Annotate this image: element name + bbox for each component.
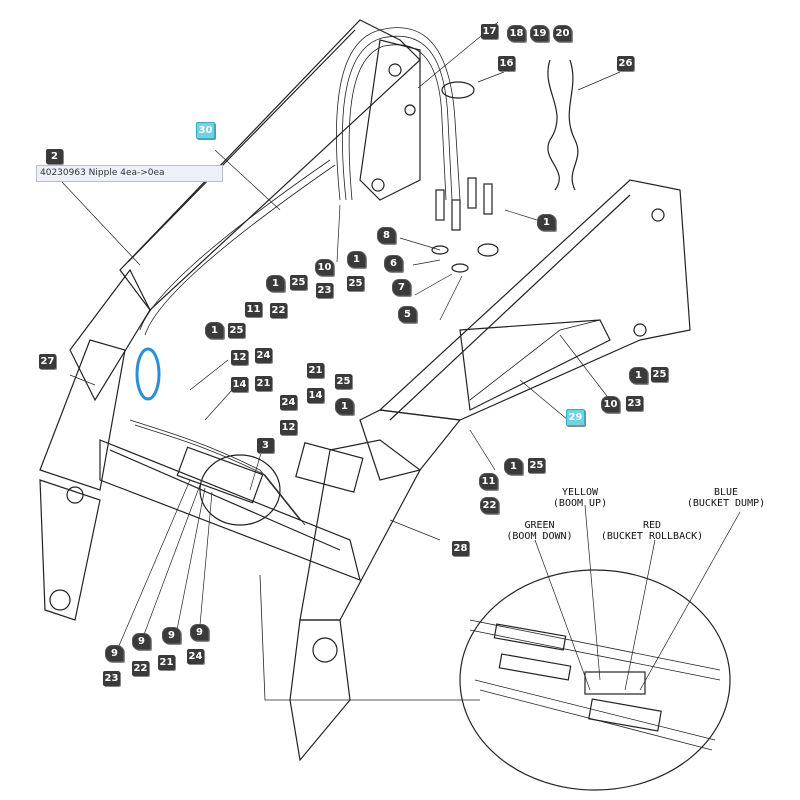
callout-1-a[interactable]: 1 <box>347 251 366 268</box>
callout-24-a[interactable]: 24 <box>255 348 272 363</box>
label-red: RED (BUCKET ROLLBACK) <box>592 520 712 542</box>
callout-25-d[interactable]: 25 <box>651 367 668 382</box>
label-red-title: RED <box>642 520 662 531</box>
callout-10-b[interactable]: 10 <box>601 396 620 413</box>
callout-23-b[interactable]: 23 <box>626 396 643 411</box>
callout-9-d[interactable]: 9 <box>190 624 209 641</box>
callout-21-c[interactable]: 21 <box>158 655 175 670</box>
callout-1-b[interactable]: 1 <box>266 275 285 292</box>
callout-21-b[interactable]: 21 <box>307 363 324 378</box>
callout-25-c[interactable]: 25 <box>228 323 245 338</box>
callout-8[interactable]: 8 <box>377 227 396 244</box>
callout-14-b[interactable]: 14 <box>307 388 324 403</box>
label-green-title: GREEN <box>524 520 555 531</box>
callout-22-b[interactable]: 22 <box>480 497 499 514</box>
label-blue: BLUE (BUCKET DUMP) <box>676 487 776 509</box>
label-red-sub: (BUCKET ROLLBACK) <box>600 531 704 542</box>
callout-1-g[interactable]: 1 <box>537 214 556 231</box>
callout-9-a[interactable]: 9 <box>105 645 124 662</box>
label-yellow-sub: (BOOM UP) <box>552 498 608 509</box>
label-green: GREEN (BOOM DOWN) <box>497 520 582 542</box>
highlight-ring <box>135 347 161 401</box>
callout-28[interactable]: 28 <box>452 541 469 556</box>
callout-2[interactable]: 2 <box>46 149 63 164</box>
callout-25-b[interactable]: 25 <box>347 276 364 291</box>
cross-member <box>99 319 611 581</box>
callout-21-a[interactable]: 21 <box>255 376 272 391</box>
callout-25-a[interactable]: 25 <box>290 275 307 290</box>
fittings-cluster <box>431 59 579 273</box>
callout-26[interactable]: 26 <box>617 56 634 71</box>
callout-25-e[interactable]: 25 <box>335 374 352 389</box>
callout-20[interactable]: 20 <box>553 25 572 42</box>
callout-1-c[interactable]: 1 <box>205 322 224 339</box>
callout-3[interactable]: 3 <box>257 438 274 453</box>
callout-23-c[interactable]: 23 <box>103 671 120 686</box>
callout-9-c[interactable]: 9 <box>162 627 181 644</box>
callout-22-c[interactable]: 22 <box>132 661 149 676</box>
label-yellow-title: YELLOW <box>561 487 599 498</box>
callout-19[interactable]: 19 <box>530 25 549 42</box>
callout-25-f[interactable]: 25 <box>528 458 545 473</box>
callout-17[interactable]: 17 <box>481 24 498 39</box>
callout-30[interactable]: 30 <box>196 122 215 139</box>
leader-lines <box>61 21 741 691</box>
callout-16[interactable]: 16 <box>498 56 515 71</box>
label-blue-title: BLUE <box>713 487 739 498</box>
callout-24-b[interactable]: 24 <box>280 395 297 410</box>
callout-1-e[interactable]: 1 <box>335 398 354 415</box>
callout-7[interactable]: 7 <box>392 279 411 296</box>
callout-10-a[interactable]: 10 <box>315 259 334 276</box>
part-note: 40230963 Nipple 4ea->0ea <box>36 165 223 182</box>
left-boom-arm <box>39 19 421 621</box>
label-blue-sub: (BUCKET DUMP) <box>686 498 766 509</box>
callout-1-f[interactable]: 1 <box>504 458 523 475</box>
right-boom-arm <box>289 179 691 762</box>
rear-mount-plate <box>359 39 421 201</box>
callout-11-a[interactable]: 11 <box>245 302 262 317</box>
detail-view <box>259 569 731 791</box>
callout-5[interactable]: 5 <box>398 306 417 323</box>
label-yellow: YELLOW (BOOM UP) <box>545 487 615 509</box>
callout-18[interactable]: 18 <box>507 25 526 42</box>
callout-24-c[interactable]: 24 <box>187 649 204 664</box>
callout-12-b[interactable]: 12 <box>280 420 297 435</box>
callout-11-b[interactable]: 11 <box>479 473 498 490</box>
callout-1-d[interactable]: 1 <box>629 367 648 384</box>
callout-12-a[interactable]: 12 <box>231 350 248 365</box>
callout-27[interactable]: 27 <box>39 354 56 369</box>
callout-9-b[interactable]: 9 <box>132 633 151 650</box>
callout-29[interactable]: 29 <box>566 409 585 426</box>
valve-block-group <box>176 442 364 526</box>
callout-6[interactable]: 6 <box>384 255 403 272</box>
label-green-sub: (BOOM DOWN) <box>506 531 573 542</box>
callout-22-a[interactable]: 22 <box>270 303 287 318</box>
callout-14-a[interactable]: 14 <box>231 377 248 392</box>
callout-23-a[interactable]: 23 <box>316 283 333 298</box>
hydraulic-hoses <box>129 27 601 526</box>
